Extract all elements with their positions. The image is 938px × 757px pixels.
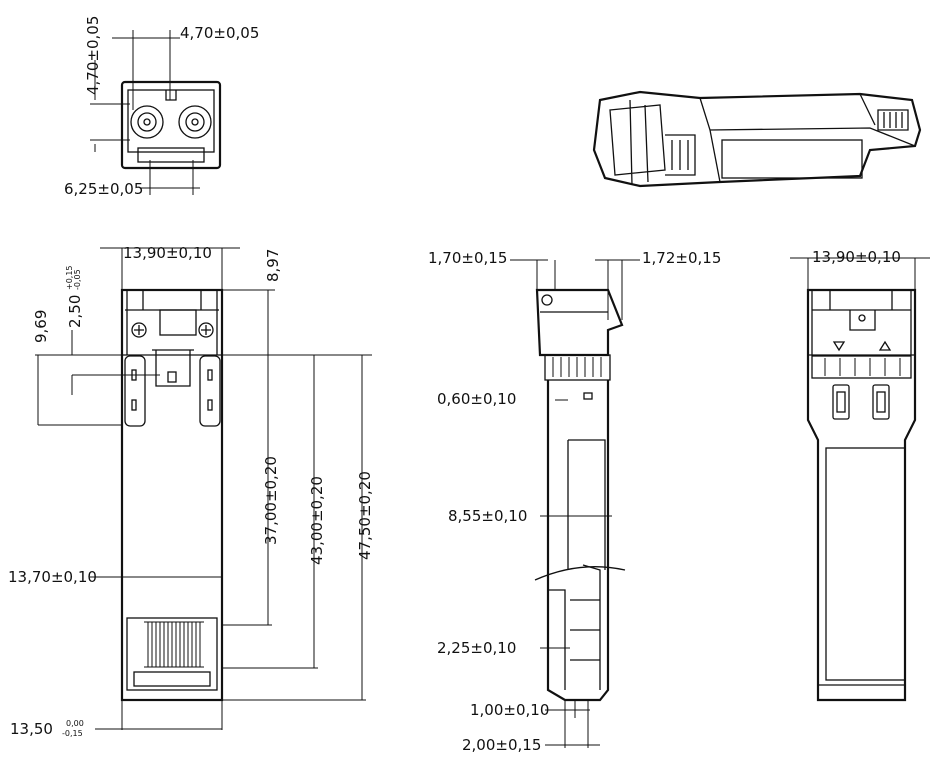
- dim-9-69: 9,69: [32, 310, 50, 343]
- front-housing: [120, 80, 222, 170]
- dim-43-00: 43,00±0,20: [308, 476, 326, 565]
- dim-2-50-tol-lower: -0,05: [73, 269, 82, 290]
- screw-right: [198, 322, 214, 338]
- dim-1-00: 1,00±0,10: [470, 701, 549, 719]
- dim-8-55: 8,55±0,10: [448, 507, 527, 525]
- dim-body-width: 13,70±0,10: [8, 568, 97, 586]
- side-body: [546, 380, 610, 702]
- dim-0-60: 0,60±0,10: [437, 390, 516, 408]
- screw-left: [131, 322, 147, 338]
- dim-top-width: 13,90±0,10: [123, 244, 212, 262]
- front-height-dim: 4,70±0,05: [84, 16, 102, 95]
- latch-right: [199, 355, 221, 427]
- dim-2-00: 2,00±0,15: [462, 736, 541, 754]
- label-window: [825, 447, 906, 681]
- top-body: [120, 288, 224, 702]
- lc-port-left: [130, 105, 164, 139]
- dim-bottom-width: 13,50: [10, 720, 53, 738]
- dim-47-50: 47,50±0,20: [356, 471, 374, 560]
- dim-bottom-view-width: 13,90±0,10: [812, 248, 901, 266]
- side-cutaway: [548, 564, 601, 690]
- side-view: 1,70±0,15 1,72±0,15 0,60±0,10 8,55±0,10 …: [428, 249, 721, 754]
- front-view: 4,70±0,05 4,70±0,05 6,25±0,05: [64, 16, 259, 198]
- dim-2-25: 2,25±0,10: [437, 639, 516, 657]
- latch-left: [124, 355, 146, 427]
- dim-2-50: 2,50: [66, 295, 84, 328]
- connector-pins: [144, 621, 204, 668]
- front-width-dim: 4,70±0,05: [180, 24, 259, 42]
- dim-37-00: 37,00±0,20: [262, 456, 280, 545]
- lc-port-right: [178, 105, 212, 139]
- dim-2-50-tol-upper: +0,15: [65, 265, 74, 290]
- module-3d-view: [592, 90, 922, 188]
- dim-bottom-tol-lower: -0,15: [62, 729, 83, 738]
- dim-8-97: 8,97: [264, 249, 282, 282]
- dim-1-70: 1,70±0,15: [428, 249, 507, 267]
- front-port-frame: [127, 89, 215, 153]
- dim-1-72: 1,72±0,15: [642, 249, 721, 267]
- top-view: 13,90±0,10 8,97 9,69 2,50 +0,15 -0,05 37…: [8, 244, 374, 738]
- dim-bottom-tol-upper: 0,00: [66, 719, 84, 728]
- bottom-body: [806, 288, 917, 702]
- edge-connector: [126, 617, 218, 691]
- bottom-view: 13,90±0,10: [790, 248, 930, 702]
- 3d-label-window: [721, 139, 863, 179]
- front-pitch-dim: 6,25±0,05: [64, 180, 143, 198]
